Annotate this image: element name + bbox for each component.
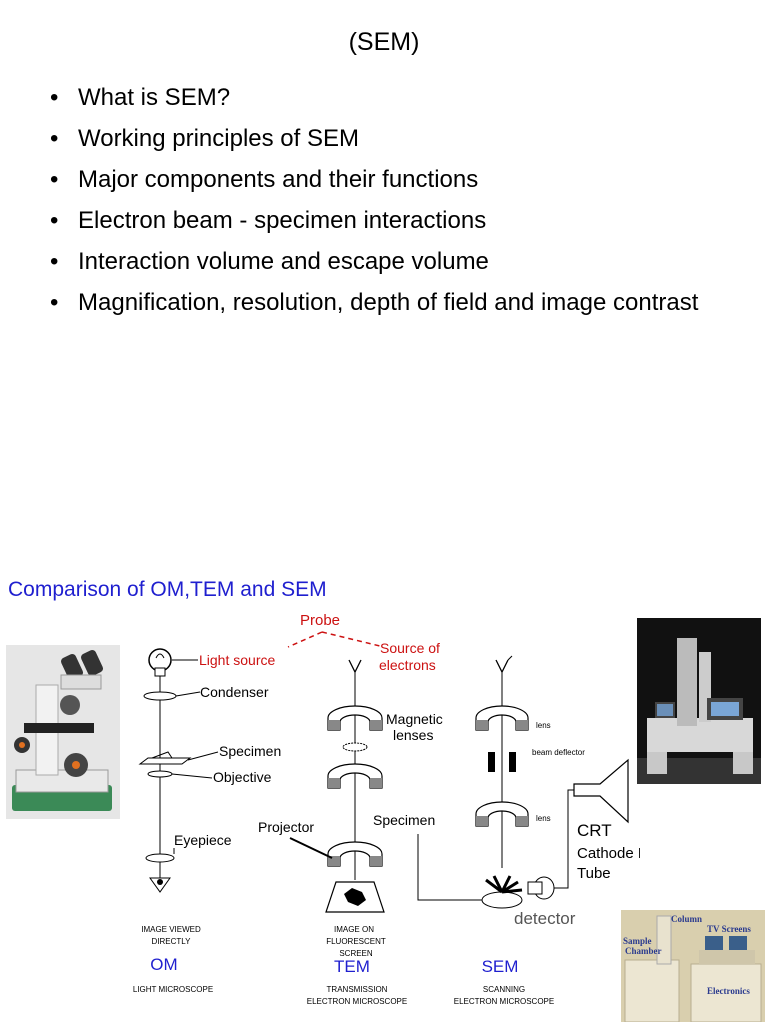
- bullet-dot: •: [50, 84, 59, 111]
- crt-full-1: Cathode Ray: [577, 845, 640, 862]
- probe-dash-right: [321, 631, 381, 647]
- om-caption-2: DIRECTLY: [152, 937, 192, 946]
- scan-wire: [417, 834, 482, 901]
- tem-caption-1: IMAGE ON: [334, 925, 374, 934]
- electrons-label: electrons: [379, 657, 436, 673]
- om-specimen: [138, 757, 192, 765]
- light-source-label: Light source: [199, 652, 275, 668]
- om-specimen-label: Specimen: [219, 743, 281, 759]
- photo-label-chamber: Chamber: [625, 946, 662, 956]
- bullet-text: Interaction volume and escape volume: [78, 248, 489, 275]
- crt-full-2: Tube: [577, 865, 611, 882]
- bullet-dot: •: [50, 289, 59, 316]
- tem-column: Source of electrons Magnetic lenses Proj…: [258, 640, 443, 1006]
- om-name: LIGHT MICROSCOPE: [133, 985, 213, 994]
- bullet-item: • Electron beam - specimen interactions: [48, 205, 748, 236]
- om-label: OM: [150, 955, 177, 974]
- bullet-text: Working principles of SEM: [78, 125, 359, 152]
- light-microscope-photo: [6, 645, 120, 819]
- bullet-text: What is SEM?: [78, 84, 231, 111]
- objective-label: Objective: [213, 769, 272, 785]
- photo-label-sample: Sample: [623, 936, 652, 946]
- condenser-label: Condenser: [200, 684, 269, 700]
- om-column: Light source Condenser Specimen Objectiv…: [133, 648, 281, 994]
- crt-icon: [573, 758, 629, 824]
- probe-label: Probe: [300, 612, 340, 629]
- bullet-text: Magnification, resolution, depth of fiel…: [78, 289, 699, 316]
- bullet-dot: •: [50, 125, 59, 152]
- comparison-diagram: Probe Light source Condenser Specimen Ob…: [133, 612, 640, 1006]
- tem-caption-2: FLUORESCENT: [326, 937, 386, 946]
- detector-label: detector: [514, 909, 576, 928]
- sem-electron-source-icon: [495, 659, 509, 674]
- photo-label-tv-screens: TV Screens: [707, 924, 751, 934]
- objective-lens: [147, 770, 173, 778]
- bullet-text: Major components and their functions: [78, 166, 479, 193]
- tem-specimen-label: Specimen: [373, 812, 435, 828]
- beam-deflector-left: [488, 752, 495, 772]
- tem-name-1: TRANSMISSION: [327, 985, 388, 994]
- photo-label-column: Column: [671, 914, 702, 924]
- sem-lens-2-label: lens: [536, 814, 551, 823]
- comparison-title: Comparison of OM,TEM and SEM: [8, 578, 327, 601]
- bullet-item: • Magnification, resolution, depth of fie…: [48, 287, 748, 318]
- condenser-lens: [143, 691, 177, 701]
- projector-label: Projector: [258, 819, 314, 835]
- tem-caption-3: SCREEN: [339, 949, 373, 958]
- sem-photo: Column TV Screens Sample Chamber Electro…: [621, 910, 765, 1022]
- sem-column: lens beam deflector lens detector CRT Ca…: [417, 655, 640, 1006]
- projector-arrow: [289, 837, 333, 859]
- tem-name-2: ELECTRON MICROSCOPE: [307, 997, 407, 1006]
- tem-lens-1: [327, 705, 383, 731]
- bullet-item: • Working principles of SEM: [48, 123, 748, 154]
- magnetic-label: Magnetic: [386, 711, 443, 727]
- tem-lens-2: [327, 763, 383, 789]
- tem-specimen: [342, 742, 368, 752]
- sem-name-1: SCANNING: [483, 985, 525, 994]
- bullet-item: • What is SEM?: [48, 82, 748, 113]
- sem-lens-2: [475, 801, 529, 827]
- bullet-dot: •: [50, 248, 59, 275]
- detector-crt-wire: [554, 789, 574, 889]
- sem-label: SEM: [482, 957, 519, 976]
- photo-label-electronics: Electronics: [707, 986, 750, 996]
- beam-deflector-right: [509, 752, 516, 772]
- source-of-label: Source of: [380, 640, 440, 656]
- eyepiece-lens: [145, 853, 175, 863]
- bullet-text: Electron beam - specimen interactions: [78, 207, 487, 234]
- tem-lens-projector: [327, 841, 383, 867]
- tem-electron-source-icon: [348, 659, 362, 674]
- sem-specimen: [481, 891, 523, 909]
- bullet-dot: •: [50, 166, 59, 193]
- bullet-list: • What is SEM? • Working principles of SEM…: [48, 82, 748, 328]
- beam-deflector-label: beam deflector: [532, 748, 585, 757]
- sem-name-2: ELECTRON MICROSCOPE: [454, 997, 554, 1006]
- tem-photo: [637, 618, 761, 784]
- bullet-item: • Interaction volume and escape volume: [48, 246, 748, 277]
- sem-interaction-icon: [485, 875, 523, 894]
- om-caption-1: IMAGE VIEWED: [141, 925, 201, 934]
- tem-label: TEM: [334, 957, 370, 976]
- bullet-dot: •: [50, 207, 59, 234]
- sem-lens-1-label: lens: [536, 721, 551, 730]
- eyepiece-label: Eyepiece: [174, 832, 232, 848]
- bullet-item: • Major components and their functions: [48, 164, 748, 195]
- probe-dash-left: [287, 631, 323, 648]
- sem-lens-1: [475, 705, 529, 731]
- lenses-label: lenses: [393, 727, 433, 743]
- slide-title: (SEM): [348, 28, 420, 56]
- crt-label: CRT: [577, 821, 612, 840]
